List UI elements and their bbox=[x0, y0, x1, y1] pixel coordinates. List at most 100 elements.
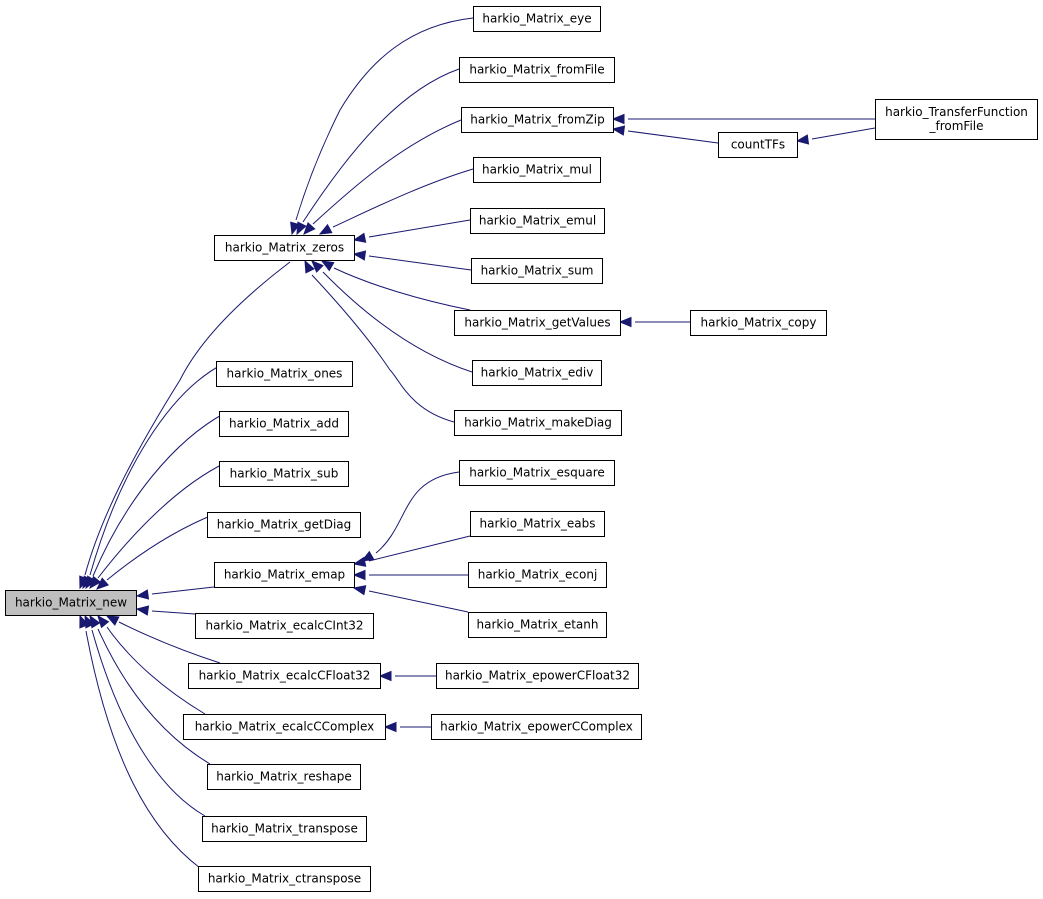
arrowhead-icon bbox=[135, 589, 150, 600]
node-box bbox=[207, 512, 361, 538]
node-ecalcCInt32[interactable]: harkio_Matrix_ecalcCInt32 bbox=[195, 613, 374, 639]
edge-epowerCComplex-to-ecalcCComplex bbox=[383, 721, 431, 733]
edge-sub-to-new bbox=[89, 462, 226, 590]
node-epowerCComplex[interactable]: harkio_Matrix_epowerCComplex bbox=[431, 714, 642, 740]
node-emul[interactable]: harkio_Matrix_emul bbox=[470, 208, 605, 234]
node-box bbox=[219, 411, 349, 437]
node-box bbox=[470, 511, 605, 537]
arrowhead-icon bbox=[311, 260, 324, 273]
edge-line bbox=[311, 274, 455, 423]
edge-getValues-to-zeros bbox=[320, 260, 471, 311]
node-label: harkio_Matrix_ediv bbox=[481, 366, 594, 380]
edge-line bbox=[627, 130, 719, 144]
node-transpose[interactable]: harkio_Matrix_transpose bbox=[202, 816, 367, 842]
node-copy[interactable]: harkio_Matrix_copy bbox=[690, 310, 827, 336]
node-reshape[interactable]: harkio_Matrix_reshape bbox=[207, 764, 361, 790]
node-box bbox=[188, 663, 381, 689]
node-fromZip[interactable]: harkio_Matrix_fromZip bbox=[461, 107, 614, 133]
edge-line bbox=[811, 127, 876, 140]
node-makeDiag[interactable]: harkio_Matrix_makeDiag bbox=[454, 410, 622, 436]
node-label: harkio_Matrix_eye bbox=[482, 12, 591, 26]
edge-econj-to-emap bbox=[352, 569, 468, 581]
node-countTFs[interactable]: countTFs bbox=[718, 132, 798, 158]
arrowhead-icon bbox=[383, 721, 397, 733]
edge-line bbox=[106, 626, 206, 715]
node-ctranspose[interactable]: harkio_Matrix_ctranspose bbox=[198, 866, 371, 892]
node-label: harkio_TransferFunction bbox=[885, 105, 1028, 119]
arrowhead-icon bbox=[320, 260, 335, 272]
node-label: harkio_Matrix_sub bbox=[230, 467, 339, 481]
edge-line bbox=[106, 513, 216, 581]
node-ediv[interactable]: harkio_Matrix_ediv bbox=[472, 360, 602, 386]
edge-ctranspose-to-new bbox=[79, 614, 201, 869]
node-tf_fromFile[interactable]: harkio_TransferFunction_fromFile bbox=[875, 99, 1038, 140]
node-epowerCFloat32[interactable]: harkio_Matrix_epowerCFloat32 bbox=[436, 663, 639, 689]
node-box bbox=[473, 157, 601, 183]
node-ones[interactable]: harkio_Matrix_ones bbox=[216, 361, 353, 387]
edge-line bbox=[91, 629, 206, 817]
edge-line bbox=[92, 412, 226, 577]
node-label: harkio_Matrix_esquare bbox=[469, 466, 605, 480]
edge-ediv-to-zeros bbox=[311, 260, 473, 373]
arrowhead-icon bbox=[611, 125, 626, 136]
edge-fromFile-to-zeros bbox=[296, 68, 460, 236]
node-box bbox=[207, 764, 361, 790]
edge-ecalcCComplex-to-new bbox=[97, 614, 206, 715]
arrowhead-icon bbox=[352, 556, 367, 567]
arrowhead-icon bbox=[352, 250, 367, 261]
node-box bbox=[459, 57, 615, 83]
node-label: harkio_Matrix_getValues bbox=[464, 316, 610, 330]
node-box bbox=[459, 460, 615, 486]
edge-countTFs-to-fromZip bbox=[611, 125, 719, 144]
arrowhead-icon bbox=[97, 614, 110, 629]
node-box bbox=[195, 613, 374, 639]
node-eabs[interactable]: harkio_Matrix_eabs bbox=[470, 511, 605, 537]
edges-layer bbox=[79, 17, 876, 869]
node-esquare[interactable]: harkio_Matrix_esquare bbox=[459, 460, 615, 486]
node-label: harkio_Matrix_fromZip bbox=[470, 113, 604, 127]
node-new[interactable]: harkio_Matrix_new bbox=[5, 590, 137, 616]
node-label: harkio_Matrix_epowerCFloat32 bbox=[445, 669, 630, 683]
edge-ecalcCInt32-to-new bbox=[135, 605, 196, 616]
edge-line bbox=[368, 590, 469, 613]
edge-reshape-to-new bbox=[89, 614, 211, 765]
node-etanh[interactable]: harkio_Matrix_etanh bbox=[468, 612, 607, 638]
node-box bbox=[183, 714, 386, 740]
node-label: harkio_Matrix_econj bbox=[478, 568, 598, 582]
node-getValues[interactable]: harkio_Matrix_getValues bbox=[454, 310, 621, 336]
node-label: harkio_Matrix_emul bbox=[479, 214, 596, 228]
node-emap[interactable]: harkio_Matrix_emap bbox=[214, 562, 355, 588]
node-box bbox=[472, 360, 602, 386]
node-ecalcCFloat32[interactable]: harkio_Matrix_ecalcCFloat32 bbox=[188, 663, 381, 689]
node-box bbox=[473, 6, 601, 32]
edge-getDiag-to-new bbox=[96, 513, 216, 590]
node-sum[interactable]: harkio_Matrix_sum bbox=[471, 258, 603, 284]
edge-esquare-to-emap bbox=[360, 471, 460, 562]
node-box bbox=[214, 235, 355, 261]
node-mul[interactable]: harkio_Matrix_mul bbox=[473, 157, 601, 183]
arrowhead-icon bbox=[296, 221, 307, 236]
node-box bbox=[468, 562, 607, 588]
node-eye[interactable]: harkio_Matrix_eye bbox=[473, 6, 601, 32]
node-box bbox=[461, 107, 614, 133]
node-sub[interactable]: harkio_Matrix_sub bbox=[219, 461, 349, 487]
node-label: countTFs bbox=[731, 138, 785, 152]
node-label: harkio_Matrix_new bbox=[15, 596, 127, 610]
edge-line bbox=[368, 535, 471, 562]
node-zeros[interactable]: harkio_Matrix_zeros bbox=[214, 235, 355, 261]
arrowhead-icon bbox=[360, 550, 375, 562]
edge-line bbox=[118, 621, 221, 664]
node-label: harkio_Matrix_transpose bbox=[211, 822, 358, 836]
node-getDiag[interactable]: harkio_Matrix_getDiag bbox=[207, 512, 361, 538]
node-econj[interactable]: harkio_Matrix_econj bbox=[468, 562, 607, 588]
edge-line bbox=[333, 267, 471, 311]
node-add[interactable]: harkio_Matrix_add bbox=[219, 411, 349, 437]
node-label: harkio_Matrix_reshape bbox=[216, 770, 352, 784]
node-ecalcCComplex[interactable]: harkio_Matrix_ecalcCComplex bbox=[183, 714, 386, 740]
edge-line bbox=[368, 219, 471, 238]
edge-mul-to-zeros bbox=[318, 168, 474, 235]
node-label: harkio_Matrix_fromFile bbox=[469, 63, 604, 77]
node-box bbox=[219, 461, 349, 487]
node-label: harkio_Matrix_epowerCComplex bbox=[440, 720, 633, 734]
node-fromFile[interactable]: harkio_Matrix_fromFile bbox=[459, 57, 615, 83]
